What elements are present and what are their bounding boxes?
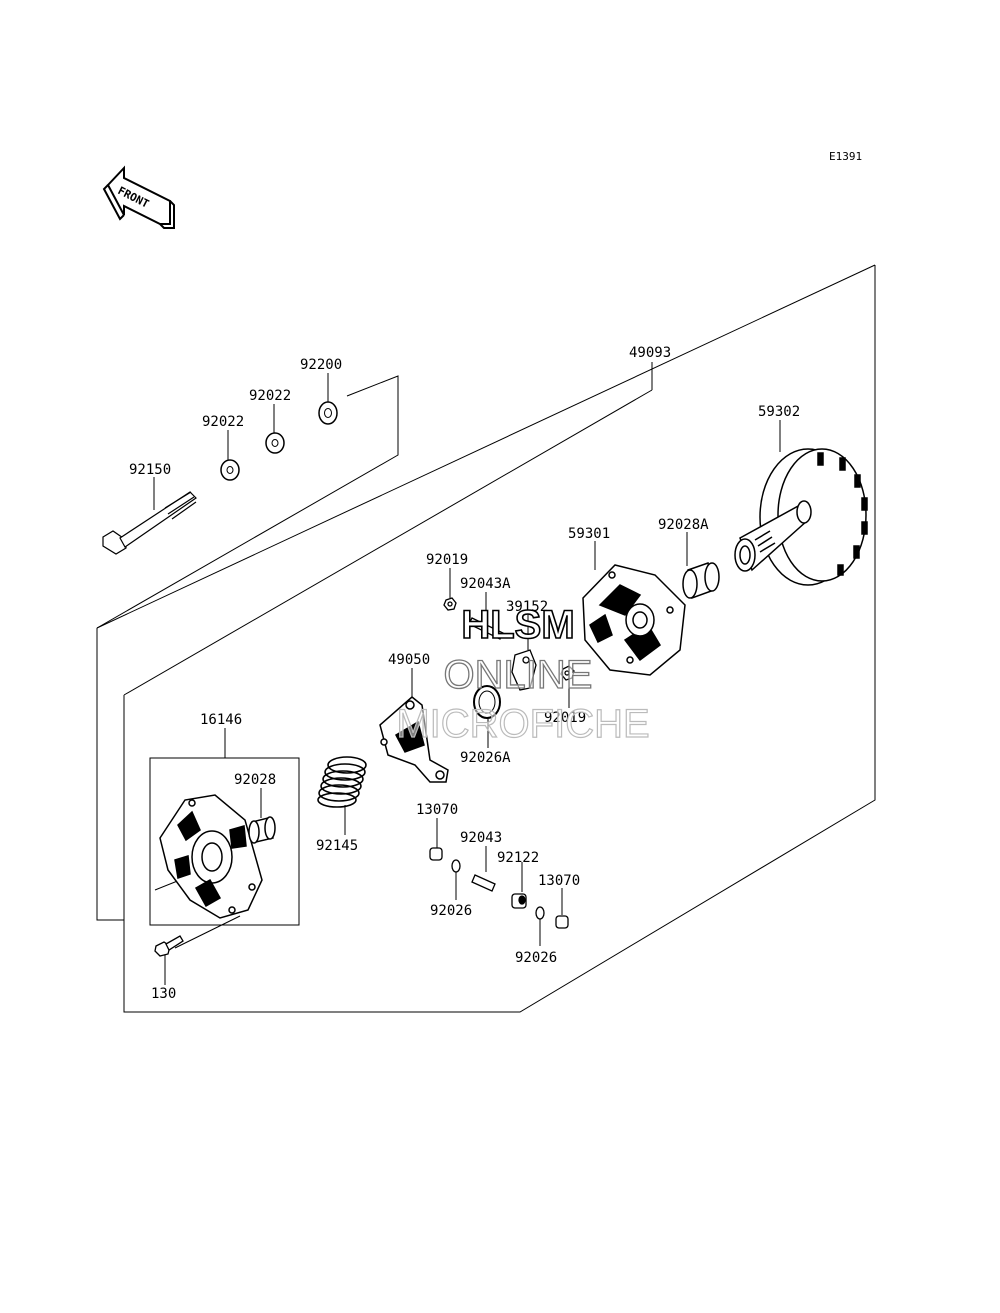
watermark-line-2: ONLINE (444, 653, 593, 697)
label-13070-a: 13070 (416, 802, 458, 818)
bolt-130 (154, 935, 184, 957)
label-92200: 92200 (300, 357, 342, 373)
watermark-line-3: MICROFICHE (396, 702, 649, 746)
label-92019-b: 92019 (544, 710, 586, 726)
label-92028A: 92028A (658, 517, 709, 533)
label-92043A: 92043A (460, 576, 511, 592)
pin-92043A (468, 617, 504, 640)
label-92022-a: 92022 (202, 414, 244, 430)
label-59302: 59302 (758, 404, 800, 420)
nut-92019-a (443, 597, 457, 611)
watermark-line-1: HLSM (461, 603, 574, 647)
fixed-sheave-59302 (734, 448, 868, 586)
label-16146: 16146 (200, 712, 242, 728)
washer-92026-a (451, 859, 461, 873)
label-92026A: 92026A (460, 750, 511, 766)
ring-92026A (473, 685, 501, 719)
front-arrow-icon: FRONT (102, 165, 175, 229)
washer-92200 (318, 401, 338, 425)
cover-16146 (159, 794, 263, 919)
label-92028: 92028 (234, 772, 276, 788)
weight-39152 (511, 649, 537, 691)
label-59301: 59301 (568, 526, 610, 542)
bushing-92028A (682, 562, 720, 600)
assembly-frame-outer (96, 628, 124, 921)
bushing-92122 (511, 893, 527, 909)
part-labels: 49093 59302 92200 92022 92022 92150 5930… (129, 345, 800, 1002)
label-92122: 92122 (497, 850, 539, 866)
bolt-92150 (102, 491, 197, 555)
label-92145: 92145 (316, 838, 358, 854)
nut-92019-b (560, 665, 575, 681)
label-92026-a: 92026 (430, 903, 472, 919)
label-92019-a: 92019 (426, 552, 468, 568)
label-92043: 92043 (460, 830, 502, 846)
leader-lines (153, 362, 781, 985)
roller-13070-b (555, 915, 569, 929)
label-92022-b: 92022 (249, 388, 291, 404)
washer-92022-b (265, 432, 285, 454)
washer-92026-b (535, 906, 545, 920)
label-92150: 92150 (129, 462, 171, 478)
label-39152: 39152 (506, 599, 548, 615)
pin-92043 (471, 874, 496, 892)
diagram-code: E1391 (829, 150, 862, 163)
assembly-frame-inner (123, 265, 876, 1013)
movable-sheave-59301 (582, 564, 686, 676)
bushing-92028 (248, 816, 276, 844)
label-92026-b: 92026 (515, 950, 557, 966)
label-49050: 49050 (388, 652, 430, 668)
watermark: HLSM ONLINE MICROFICHE (396, 602, 651, 746)
spider-49050 (379, 696, 449, 783)
washer-92022-a (220, 459, 240, 481)
bolt-subframe (96, 375, 399, 629)
label-130: 130 (151, 986, 176, 1002)
roller-13070-a (429, 847, 443, 861)
label-13070-b: 13070 (538, 873, 580, 889)
label-49093: 49093 (629, 345, 671, 361)
spring-92145 (317, 756, 367, 808)
